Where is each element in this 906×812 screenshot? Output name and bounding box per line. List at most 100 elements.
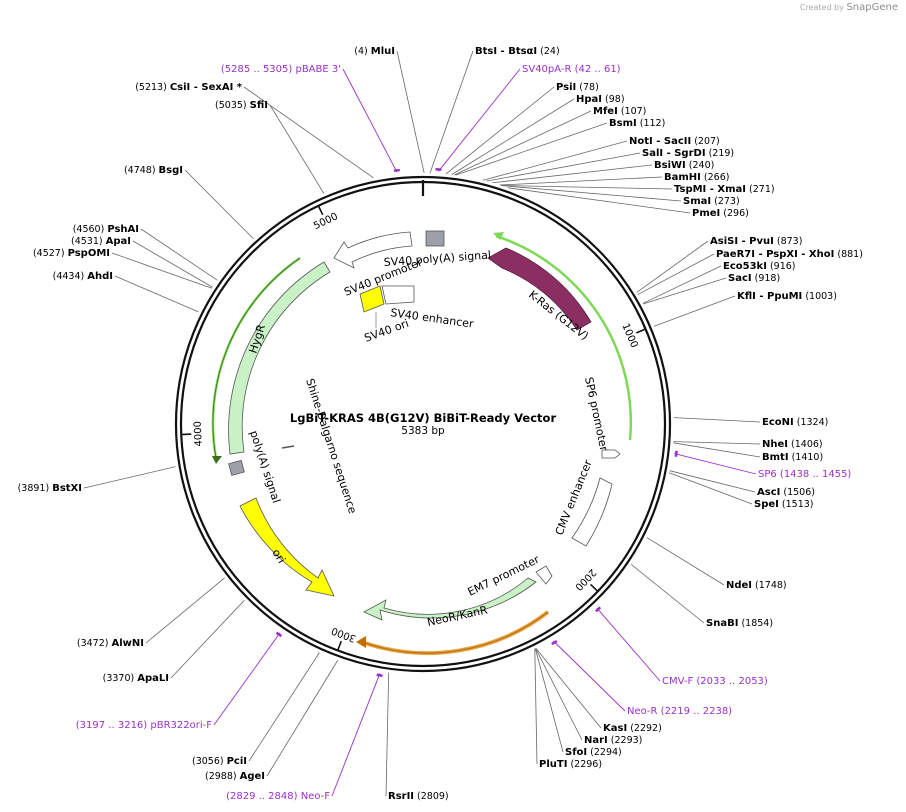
primer-leader-line <box>437 68 521 172</box>
site-leader-line <box>140 228 218 281</box>
tick-mark <box>317 205 324 216</box>
restriction-site-label[interactable]: KflI - PpuMI (1003) <box>737 291 837 302</box>
primer-mark <box>393 168 400 172</box>
restriction-site-label[interactable]: BtsI - BtsαI (24) <box>475 46 560 57</box>
site-leader-line <box>642 265 722 304</box>
restriction-site-label[interactable]: (4560) PshAI <box>73 224 139 235</box>
restriction-site-label[interactable]: PaeR7I - PspXI - XhoI (881) <box>716 249 863 260</box>
restriction-site-label[interactable]: (4434) AhdI <box>53 271 113 282</box>
site-leader-line <box>266 659 339 777</box>
site-leader-line <box>248 652 320 762</box>
site-leader-line <box>501 185 682 202</box>
primer-leader-line <box>674 453 757 475</box>
restriction-site-label[interactable]: BsmI (112) <box>609 118 665 129</box>
primer-mark <box>376 673 383 678</box>
restriction-site-label[interactable]: SacI (918) <box>728 273 780 284</box>
feature-ori[interactable]: ori <box>239 497 335 597</box>
site-leader-line <box>132 240 213 288</box>
tick-label: 5000 <box>312 211 340 232</box>
site-leader-line <box>534 648 564 753</box>
site-leader-line <box>630 564 705 624</box>
tick-mark <box>336 640 343 651</box>
site-leader-line <box>83 466 176 489</box>
restriction-site-label[interactable]: TspMI - XmaI (271) <box>674 184 775 195</box>
primer-leader-line <box>596 607 661 682</box>
feature-hygr[interactable]: HygR <box>228 261 331 455</box>
neor-outline-arrowhead <box>356 636 366 648</box>
restriction-site-label[interactable]: Eco53kI (916) <box>723 261 796 272</box>
restriction-site-label[interactable]: (5213) CsiI - SexAI * <box>135 82 243 93</box>
primer-label[interactable]: Neo-R (2219 .. 2238) <box>627 706 732 717</box>
restriction-site-label[interactable]: (2988) AgeI <box>205 771 265 782</box>
restriction-site-label[interactable]: NdeI (1748) <box>726 580 787 591</box>
primer-label[interactable]: SP6 (1438 .. 1455) <box>758 469 851 480</box>
restriction-site-label[interactable]: KasI (2292) <box>603 723 662 734</box>
primer-leader-line <box>342 68 398 173</box>
restriction-site-label[interactable]: HpaI (98) <box>576 94 625 105</box>
restriction-site-label[interactable]: PluTI (2296) <box>539 759 602 770</box>
primer-mark <box>275 631 283 638</box>
feature-neor-kanr[interactable]: NeoR/KanR <box>363 577 537 629</box>
restriction-site-label[interactable]: SpeI (1513) <box>754 499 813 510</box>
primer-label[interactable]: CMV-F (2033 .. 2053) <box>662 676 768 687</box>
feature-sv40-ori-label: SV40 ori <box>363 317 411 345</box>
restriction-site-label[interactable]: RsrII (2809) <box>388 791 449 802</box>
site-leader-line <box>445 86 555 175</box>
restriction-site-label[interactable]: NheI (1406) <box>762 439 823 450</box>
restriction-site-label[interactable]: SfoI (2294) <box>565 747 622 758</box>
restriction-site-label[interactable]: (5035) SfiI <box>215 100 268 111</box>
primer-mark <box>674 450 678 457</box>
created-by-text: Created by <box>799 3 844 12</box>
restriction-site-label[interactable]: BmtI (1410) <box>762 452 823 463</box>
restriction-site-label[interactable]: (3056) PciI <box>192 756 247 767</box>
restriction-site-label[interactable]: AsiSI - PvuI (873) <box>710 236 802 247</box>
restriction-site-label[interactable]: NarI (2293) <box>584 735 642 746</box>
site-leader-line <box>184 169 254 240</box>
restriction-site-label[interactable]: PsiI (78) <box>556 82 599 93</box>
feature-cmv-enhancer[interactable]: CMV enhancer <box>553 458 613 547</box>
restriction-site-label[interactable]: EcoNI (1324) <box>762 417 828 428</box>
restriction-site-label[interactable]: SalI - SgrDI (219) <box>642 148 734 159</box>
hygr-outline-inner <box>212 257 301 459</box>
site-leader-line <box>111 252 213 289</box>
site-leader-line <box>535 648 583 741</box>
restriction-site-label[interactable]: (3370) ApaLI <box>103 673 169 684</box>
restriction-site-label[interactable]: PmeI (296) <box>692 208 749 219</box>
feature-shine-dalgarno-label: Shine-Dalgarno sequence <box>303 377 359 516</box>
primer-leader-line <box>213 632 281 726</box>
site-leader-line <box>429 50 474 174</box>
restriction-site-label[interactable]: (3472) AlwNI <box>77 638 144 649</box>
tick-mark <box>590 583 599 592</box>
site-leader-line <box>669 470 756 493</box>
restriction-site-label[interactable]: NotI - SacII (207) <box>629 136 720 147</box>
kras-outline-arrow <box>495 234 632 441</box>
primer-label[interactable]: (5285 .. 5305) pBABE 3' <box>221 64 341 75</box>
site-leader-line <box>451 98 575 175</box>
tick-label: 3000 <box>330 624 358 643</box>
restriction-site-label[interactable]: SnaBI (1854) <box>706 618 773 629</box>
primer-label[interactable]: (3197 .. 3216) pBR322ori-F <box>76 720 212 731</box>
restriction-site-label[interactable]: (4) MluI <box>354 46 395 57</box>
restriction-site-label[interactable]: AscI (1506) <box>757 487 815 498</box>
site-leader-line <box>669 472 753 505</box>
hygr-outline-arrowhead <box>212 456 222 464</box>
restriction-site-label[interactable]: (4527) PspOMI <box>33 248 110 259</box>
restriction-site-label[interactable]: BamHI (266) <box>664 172 729 183</box>
feature-shine-dalgarno[interactable]: Shine-Dalgarno sequence <box>281 377 359 516</box>
restriction-site-label[interactable]: (4531) ApaI <box>71 236 131 247</box>
site-leader-line <box>170 600 245 679</box>
restriction-site-label[interactable]: (3891) BstXI <box>18 483 82 494</box>
feature-kras[interactable]: K-Ras (G12V) <box>487 247 592 343</box>
site-leader-line <box>654 295 736 327</box>
restriction-site-label[interactable]: BsiWI (240) <box>654 160 714 171</box>
restriction-site-label[interactable]: SmaI (273) <box>683 196 740 207</box>
primer-label[interactable]: SV40pA-R (42 .. 61) <box>522 64 621 75</box>
primer-mark <box>595 606 602 613</box>
hygr-outline-arrow <box>211 256 301 459</box>
restriction-site-label[interactable]: (4748) BsgI <box>124 165 183 176</box>
restriction-site-label[interactable]: MfeI (107) <box>593 106 646 117</box>
feature-sp6-promoter[interactable]: SP6 promoter <box>582 376 621 459</box>
site-leader-line <box>637 253 715 295</box>
feature-sp6-promoter-label: SP6 promoter <box>582 376 610 453</box>
primer-label[interactable]: (2829 .. 2848) Neo-F <box>226 791 330 802</box>
